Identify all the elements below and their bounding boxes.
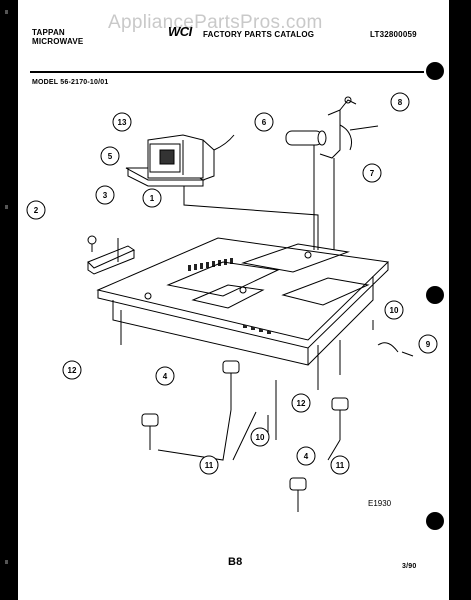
svg-text:7: 7: [370, 169, 375, 178]
exploded-parts-diagram: 13 5 6 8 7 1 3 2 10 9 12 4 12 10 4 11 11…: [26, 92, 438, 512]
callout-10-right: 10: [384, 300, 404, 320]
callout-12-right: 12: [291, 393, 311, 413]
base-plate: [96, 237, 390, 366]
svg-text:11: 11: [205, 461, 214, 470]
callout-13: 13: [112, 112, 132, 132]
callout-1: 1: [142, 188, 162, 208]
callout-9: 9: [418, 334, 438, 354]
revision-date: 3/90: [402, 563, 417, 570]
callout-12-left: 12: [62, 360, 82, 380]
svg-text:8: 8: [398, 98, 403, 107]
callout-3: 3: [95, 185, 115, 205]
binder-hole-top: [426, 62, 444, 80]
svg-text:1: 1: [150, 194, 155, 203]
model-number: MODEL 56-2170-10/01: [32, 79, 109, 86]
scan-mark: [5, 560, 8, 564]
page-number: B8: [228, 556, 243, 568]
callout-10-bottom: 10: [250, 427, 270, 447]
svg-text:12: 12: [68, 366, 77, 375]
scan-mark: [5, 205, 8, 209]
brand-tappan: TAPPAN: [32, 28, 65, 37]
svg-text:12: 12: [297, 399, 306, 408]
svg-text:4: 4: [163, 372, 168, 381]
callout-11-right: 11: [330, 455, 350, 475]
callout-4-right: 4: [296, 446, 316, 466]
svg-text:9: 9: [426, 340, 431, 349]
svg-text:10: 10: [390, 306, 399, 315]
binder-hole-bottom: [426, 512, 444, 530]
callout-4-left: 4: [155, 366, 175, 386]
callout-7: 7: [362, 163, 382, 183]
svg-text:2: 2: [34, 206, 39, 215]
svg-text:11: 11: [336, 461, 345, 470]
callout-6: 6: [254, 112, 274, 132]
svg-text:6: 6: [262, 118, 267, 127]
parts-catalog-page: AppliancePartsPros.com TAPPAN MICROWAVE …: [18, 0, 449, 600]
transformer-part: [125, 134, 235, 187]
wci-logo: WCI: [168, 24, 192, 39]
capacitor-part: [285, 96, 379, 159]
header-rule: [30, 71, 424, 73]
binder-hole-middle: [426, 286, 444, 304]
callout-8: 8: [390, 92, 410, 112]
svg-text:5: 5: [108, 152, 113, 161]
svg-text:10: 10: [256, 433, 265, 442]
watermark: AppliancePartsPros.com: [108, 12, 323, 33]
svg-text:4: 4: [304, 452, 309, 461]
catalog-title: FACTORY PARTS CATALOG: [203, 30, 315, 39]
scan-mark: [5, 10, 8, 14]
figure-code: E1930: [368, 499, 392, 508]
brand-microwave: MICROWAVE: [32, 37, 84, 46]
svg-text:13: 13: [118, 118, 127, 127]
callout-5: 5: [100, 146, 120, 166]
svg-text:3: 3: [103, 191, 108, 200]
callout-2: 2: [26, 200, 46, 220]
catalog-number: LT32800059: [370, 30, 417, 39]
callout-11-left: 11: [199, 455, 219, 475]
